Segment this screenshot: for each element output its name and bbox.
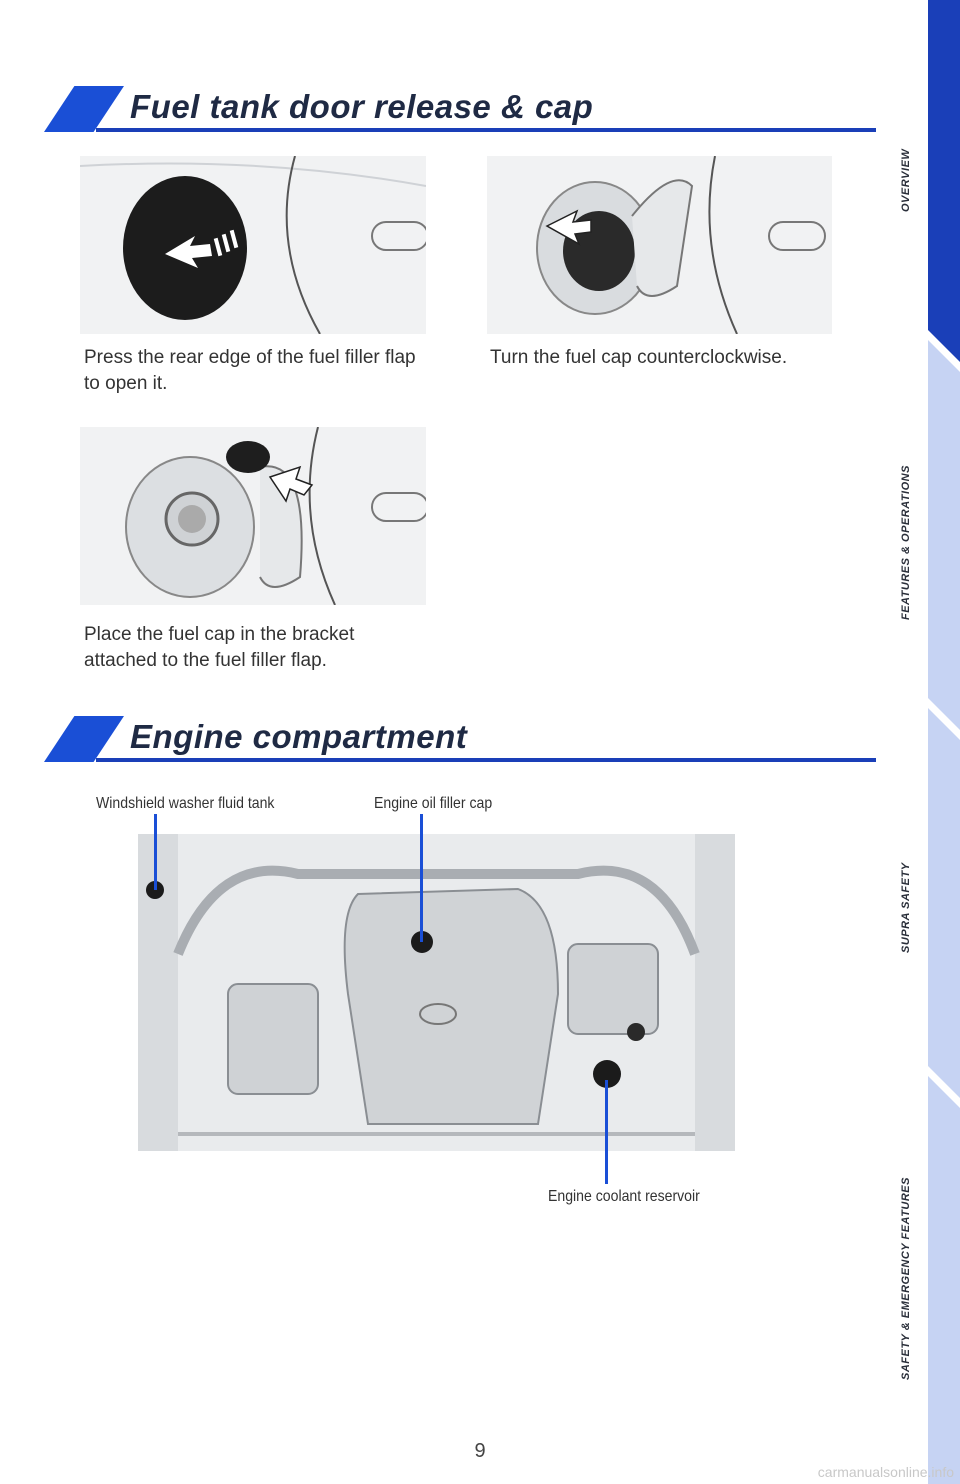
nav-tab-overview[interactable]: OVERVIEW <box>900 148 912 212</box>
fuel-cap-illustration <box>487 156 832 334</box>
leader-oil-filler <box>420 814 423 942</box>
caption-press: Press the rear edge of the fuel filler f… <box>84 347 416 394</box>
callout-oil-filler: Engine oil filler cap <box>374 795 493 812</box>
fuel-cap-bracket-photo <box>80 427 426 605</box>
nav-tabs-shapes <box>928 0 960 1484</box>
nav-tab-supra-safety[interactable]: SUPRA SAFETY <box>900 862 912 953</box>
header-rule <box>96 758 876 762</box>
header-accent-shape <box>44 716 124 762</box>
watermark: carmanualsonline.info <box>817 1464 954 1480</box>
caption-place: Place the fuel cap in the bracket attach… <box>84 624 355 671</box>
leader-washer-tank <box>154 814 157 890</box>
page-number: 9 <box>474 1440 486 1462</box>
section-title: Engine compartment <box>130 718 468 755</box>
header-rule <box>96 128 876 132</box>
fuel-cap-turn-photo <box>487 156 832 334</box>
nav-tab-features[interactable]: FEATURES & OPERATIONS <box>900 465 912 620</box>
engine-illustration <box>138 834 735 1151</box>
fuel-bracket-illustration <box>80 427 426 605</box>
nav-tab-emergency[interactable]: SAFETY & EMERGENCY FEATURES <box>900 1177 912 1380</box>
caption-turn: Turn the fuel cap counterclockwise. <box>490 347 788 368</box>
callout-washer-tank: Windshield washer fluid tank <box>96 795 275 812</box>
fuel-door-photo <box>80 156 426 334</box>
callout-coolant-reservoir: Engine coolant reservoir <box>548 1188 700 1205</box>
section-title: Fuel tank door release & cap <box>130 88 594 125</box>
fuel-door-illustration <box>80 156 426 334</box>
header-accent-shape <box>44 86 124 132</box>
section-header-fuel: Fuel tank door release & cap <box>44 86 876 132</box>
section-header-engine: Engine compartment <box>44 716 876 762</box>
section-nav <box>928 0 960 1484</box>
engine-compartment-photo <box>138 834 735 1151</box>
leader-coolant <box>605 1080 608 1184</box>
